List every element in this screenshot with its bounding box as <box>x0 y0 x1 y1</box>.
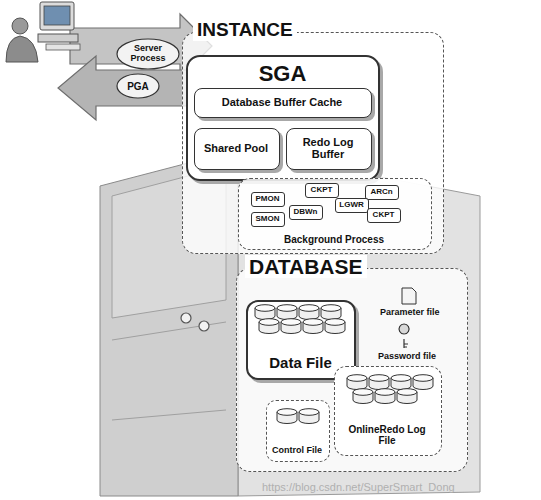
disk-cylinder <box>413 375 433 390</box>
disk-cylinder <box>321 305 341 320</box>
parameter-file-icon <box>402 288 416 304</box>
node-label: Control File <box>269 446 326 456</box>
node-label: Server Process <box>125 38 171 70</box>
disk-cylinder <box>299 409 319 424</box>
oval-shape <box>117 74 159 98</box>
disk-cylinder <box>255 305 275 320</box>
node-label: ARCn <box>368 186 395 198</box>
file-label: Parameter file <box>380 307 440 317</box>
disk-cylinder <box>277 409 297 424</box>
disk-cylinder <box>303 319 323 334</box>
sga-box: SGA Database Buffer CacheShared Pool Redo … <box>186 55 380 181</box>
group-heading: DATABASE <box>245 255 367 278</box>
disk-cylinder <box>369 375 389 390</box>
disk-cylinder <box>325 319 345 334</box>
user-body <box>6 36 38 62</box>
process-box: DBWn <box>289 205 323 220</box>
process-box: CKPT <box>367 208 401 223</box>
watermark: https://blog.csdn.net/SuperSmart_Dong <box>262 481 455 493</box>
process-box: ARCn <box>365 185 399 200</box>
computer-screen <box>44 6 70 25</box>
background-process-group: Background Process PMON CKPT ARCnLGWR SMON DB… <box>238 178 432 250</box>
node-label: LGWR <box>338 199 365 211</box>
server-panel-line <box>112 322 226 340</box>
server-panel-line <box>112 410 226 420</box>
node-label: CKPT <box>370 209 397 221</box>
process-box: CKPT <box>305 183 339 198</box>
server-process-oval: Server Process <box>116 38 180 70</box>
computer-monitor <box>40 2 74 30</box>
node-label: SMON <box>254 213 281 225</box>
instance-group: INSTANCESGADatabase Buffer CacheShared P… <box>182 32 444 254</box>
disk-cylinder <box>299 305 319 320</box>
node-label: Shared Pool <box>197 129 276 168</box>
group-heading: INSTANCE <box>193 20 297 41</box>
redo-buffer-box: Redo Log Buffer <box>286 128 372 170</box>
process-box: LGWR <box>335 198 369 213</box>
node-label: Database Buffer Cache <box>197 89 368 116</box>
process-box: SMON <box>251 212 285 227</box>
file-label: Password file <box>378 351 436 361</box>
server-button <box>181 313 191 323</box>
database-group: DATABASEData FileOnlineRedo Log FileCont… <box>236 268 468 472</box>
node-label: DBWn <box>292 206 319 218</box>
computer-keyboard <box>46 44 80 50</box>
node-label: PGA <box>118 73 158 99</box>
user-head <box>12 18 28 34</box>
node-label: OnlineRedo Log File <box>347 424 427 446</box>
oval-shape <box>117 39 179 69</box>
disk-cylinder <box>347 375 367 390</box>
control-file-group: Control File <box>266 400 330 462</box>
node-label: Background Process <box>241 234 428 245</box>
buffer-cache-box: Database Buffer Cache <box>194 88 372 118</box>
node-label: CKPT <box>308 184 335 196</box>
pga-oval: PGA <box>116 73 160 99</box>
server-button <box>199 321 209 331</box>
node-label: SGA <box>190 62 376 86</box>
node-label: Data File <box>250 355 352 372</box>
disk-cylinder <box>397 389 417 404</box>
computer-base <box>38 34 78 42</box>
disk-cylinder <box>281 319 301 334</box>
response-arrow <box>58 56 192 120</box>
disk-cylinder <box>277 305 297 320</box>
password-key-icon <box>399 324 409 348</box>
disk-cylinder <box>375 389 395 404</box>
redo-log-file-group: OnlineRedo Log File <box>334 366 442 456</box>
shared-pool-box: Shared Pool <box>194 128 280 170</box>
disk-cylinder <box>259 319 279 334</box>
process-box: PMON <box>251 192 285 207</box>
node-label: Redo Log Buffer <box>295 129 361 168</box>
node-label: PMON <box>254 193 281 205</box>
disk-cylinder <box>353 389 373 404</box>
disk-cylinder <box>391 375 411 390</box>
